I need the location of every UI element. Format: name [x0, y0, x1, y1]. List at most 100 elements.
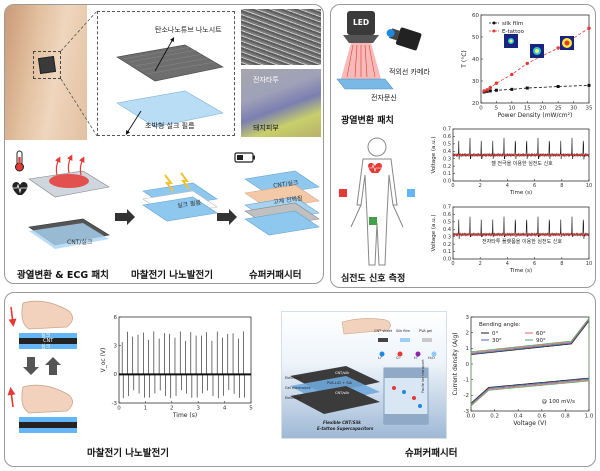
x-tick-label: 0.6: [537, 414, 546, 420]
x-tick-label: 10: [508, 106, 515, 112]
caption-teng: 마찰전기 나노발전기: [131, 270, 213, 281]
sc-title-1: Flexible CNT/Silk: [323, 420, 361, 425]
x-tick-label: 6: [533, 261, 536, 267]
y-tick-label: 0.6: [443, 212, 451, 218]
ecg-baseline-trace: [452, 233, 590, 236]
x-tick-label: 4: [506, 261, 509, 267]
layer-silk-top: 실크: [41, 333, 51, 339]
y-tick-label: 60: [472, 13, 479, 19]
sc-electrode-2: Electrode: [285, 396, 302, 400]
sc-cl: Cl⁻: [396, 356, 402, 360]
sc-fast-ion: Facile ion transport: [421, 359, 425, 393]
caption-photothermal: 광열변환 패치: [341, 116, 394, 126]
x-tick-label: 0: [117, 406, 121, 412]
x-axis-label: Power Density (mW/cm²): [498, 112, 573, 119]
data-point: [510, 72, 514, 77]
thermal-core: [564, 40, 570, 46]
x-tick-label: 30: [570, 106, 577, 112]
data-point: [494, 81, 499, 85]
sc-pva-gel: PVA gel: [419, 329, 433, 333]
ecg-annotation: 전자타투 플랫폼을 이용한 심전도 신호: [482, 238, 562, 245]
data-point: [488, 89, 492, 93]
y-tick-label: 40: [472, 57, 479, 63]
electrode-red: [339, 189, 347, 197]
y-tick-label: -3: [464, 409, 470, 415]
legend-label: 90°: [536, 338, 546, 344]
series-line-1: [483, 27, 590, 92]
x-tick-label: 4: [223, 406, 227, 412]
ecg-annotation: 젤 전극을 이용한 심전도 신호: [491, 160, 553, 167]
x-tick-label: 2: [170, 406, 174, 412]
sc-h: H⁺: [414, 356, 419, 360]
x-axis-label: Voltage (V): [513, 420, 546, 427]
supercap-schematic: [281, 311, 447, 439]
y-tick-label: 0.1: [443, 249, 451, 255]
ecg-baseline-trace: [452, 153, 590, 157]
x-tick-label: 15: [524, 106, 531, 112]
cv-curve-3: [470, 316, 590, 407]
sc-silk-film: Silk film: [396, 329, 410, 333]
sem-etattoo-image: [241, 69, 321, 137]
x-tick-label: 3: [196, 406, 200, 412]
etattoo-label: 전자문신: [371, 94, 397, 102]
sc-cnt-sheet: CNT sheet: [374, 329, 393, 333]
y-tick-label: 0.2: [443, 242, 451, 248]
y-axis-label: Voltage (a.u.): [431, 214, 437, 251]
y-tick-label: 6: [114, 315, 118, 321]
y-tick-label: -3: [112, 401, 118, 407]
x-tick-label: 0.4: [514, 414, 523, 420]
arrow-right-1: [115, 209, 135, 225]
x-tick-label: 35: [586, 106, 593, 112]
x-axis-label: Time (s): [509, 190, 532, 196]
y-tick-label: 0.1: [443, 171, 451, 177]
finger-top: [21, 300, 73, 330]
data-point: [556, 85, 560, 88]
zoom-box-small: [33, 51, 61, 79]
y-tick-label: 0.3: [443, 156, 451, 162]
sem-cnt-image: [241, 9, 321, 65]
cv-annotation: @ 100 mV/s: [542, 399, 575, 405]
x-tick-label: 0: [451, 183, 454, 189]
label-silk-film: 초박형 실크 필름: [145, 122, 195, 130]
y-tick-label: -1: [464, 378, 469, 384]
data-point: [556, 46, 560, 50]
y-tick-label: 0: [114, 372, 118, 378]
plot-frame: [470, 316, 590, 412]
device-schematics: [12, 150, 320, 249]
data-point: [510, 87, 514, 91]
hand-image: [341, 318, 391, 335]
label-cnt-silk-ecg: CNT/실크: [67, 239, 93, 246]
arrow-up-icon: [45, 357, 61, 375]
thermal-core: [509, 39, 513, 43]
y-tick-label: 30: [472, 79, 479, 85]
data-point: [485, 88, 489, 92]
y-tick-label: -2: [464, 393, 469, 399]
y-tick-label: 0.3: [443, 234, 451, 240]
caption-supercap: 슈퍼커패시터: [249, 270, 302, 281]
caption-teng-bottom: 마찰전기 나노발전기: [87, 448, 169, 459]
photothermal-setup: [336, 11, 422, 90]
legend-label: 0°: [492, 331, 498, 337]
legend-marker: [492, 29, 496, 33]
y-tick-label: 0.4: [443, 149, 451, 155]
annotation-bg: [467, 237, 577, 245]
x-tick-label: 8: [560, 183, 563, 189]
ecg-trace: [452, 137, 590, 160]
ir-camera: [386, 27, 422, 51]
led-label: LED: [353, 18, 370, 27]
label-pigskin: 돼지피부: [253, 124, 279, 132]
finger-bottom: [21, 384, 73, 414]
y-tick-label: 0.0: [443, 179, 451, 185]
y-tick-label: 0.2: [443, 164, 451, 170]
y-tick-label: 0: [466, 362, 470, 368]
sc-li: Li⁺: [378, 356, 383, 360]
plot-frame: [118, 316, 252, 404]
x-tick-label: 1.0: [585, 414, 594, 420]
x-tick-label: 8: [560, 261, 563, 267]
y-axis-label: Voltage (a.u.): [431, 136, 437, 173]
y-tick-label: 0.7: [443, 127, 451, 133]
x-tick-label: 5: [249, 406, 253, 412]
